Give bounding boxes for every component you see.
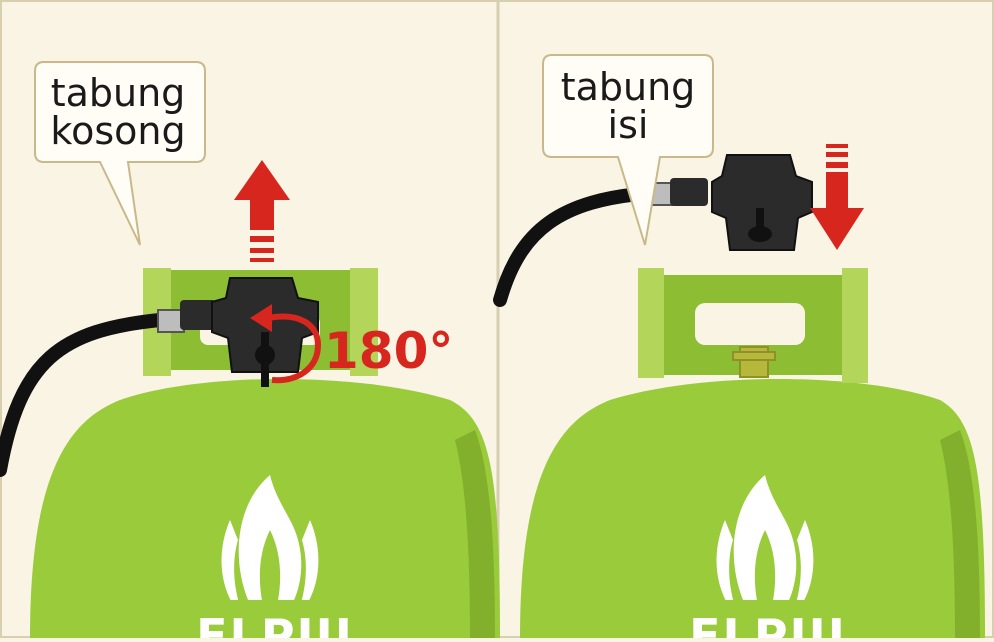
left-panel: ELPIJI 180° tabung kosong <box>0 61 500 642</box>
regulator-nozzle <box>670 178 708 206</box>
brand-label: ELPIJI <box>196 609 354 638</box>
left-caption-line-1: tabung <box>51 71 186 115</box>
regulator-lever <box>756 208 764 232</box>
brand-plate <box>205 600 345 638</box>
rotate-arrow-icon <box>250 304 322 384</box>
flame-logo-icon <box>716 475 814 630</box>
right-speech-bubble: tabung isi <box>542 54 714 246</box>
rotation-angle-label: 180° <box>324 322 453 380</box>
regulator <box>670 154 813 251</box>
down-arrow-icon <box>810 144 864 250</box>
regulator-lever <box>261 332 269 387</box>
up-arrow-icon <box>234 160 290 262</box>
left-speech-bubble: tabung kosong <box>34 61 206 246</box>
valve-ring <box>732 351 776 361</box>
regulator-nozzle <box>180 300 216 330</box>
left-caption-line-2: kosong <box>50 109 185 153</box>
brand-label: ELPIJI <box>689 609 847 638</box>
tank-shade <box>455 430 495 638</box>
regulator-knob <box>748 226 772 242</box>
regulator-body <box>711 154 813 251</box>
right-caption-line-2: isi <box>608 103 649 147</box>
brand-plate <box>698 600 838 638</box>
right-panel: ELPIJI tabung isi <box>493 54 985 642</box>
gas-hose <box>493 186 657 307</box>
gas-hose <box>0 313 167 477</box>
collar-post-right <box>842 268 868 383</box>
collar-post-right <box>350 268 378 376</box>
collar-window <box>695 303 805 345</box>
tank-shade <box>940 430 980 638</box>
right-caption-line-1: tabung <box>561 65 696 109</box>
flame-logo-icon <box>221 475 319 630</box>
collar-post-left <box>638 268 664 378</box>
